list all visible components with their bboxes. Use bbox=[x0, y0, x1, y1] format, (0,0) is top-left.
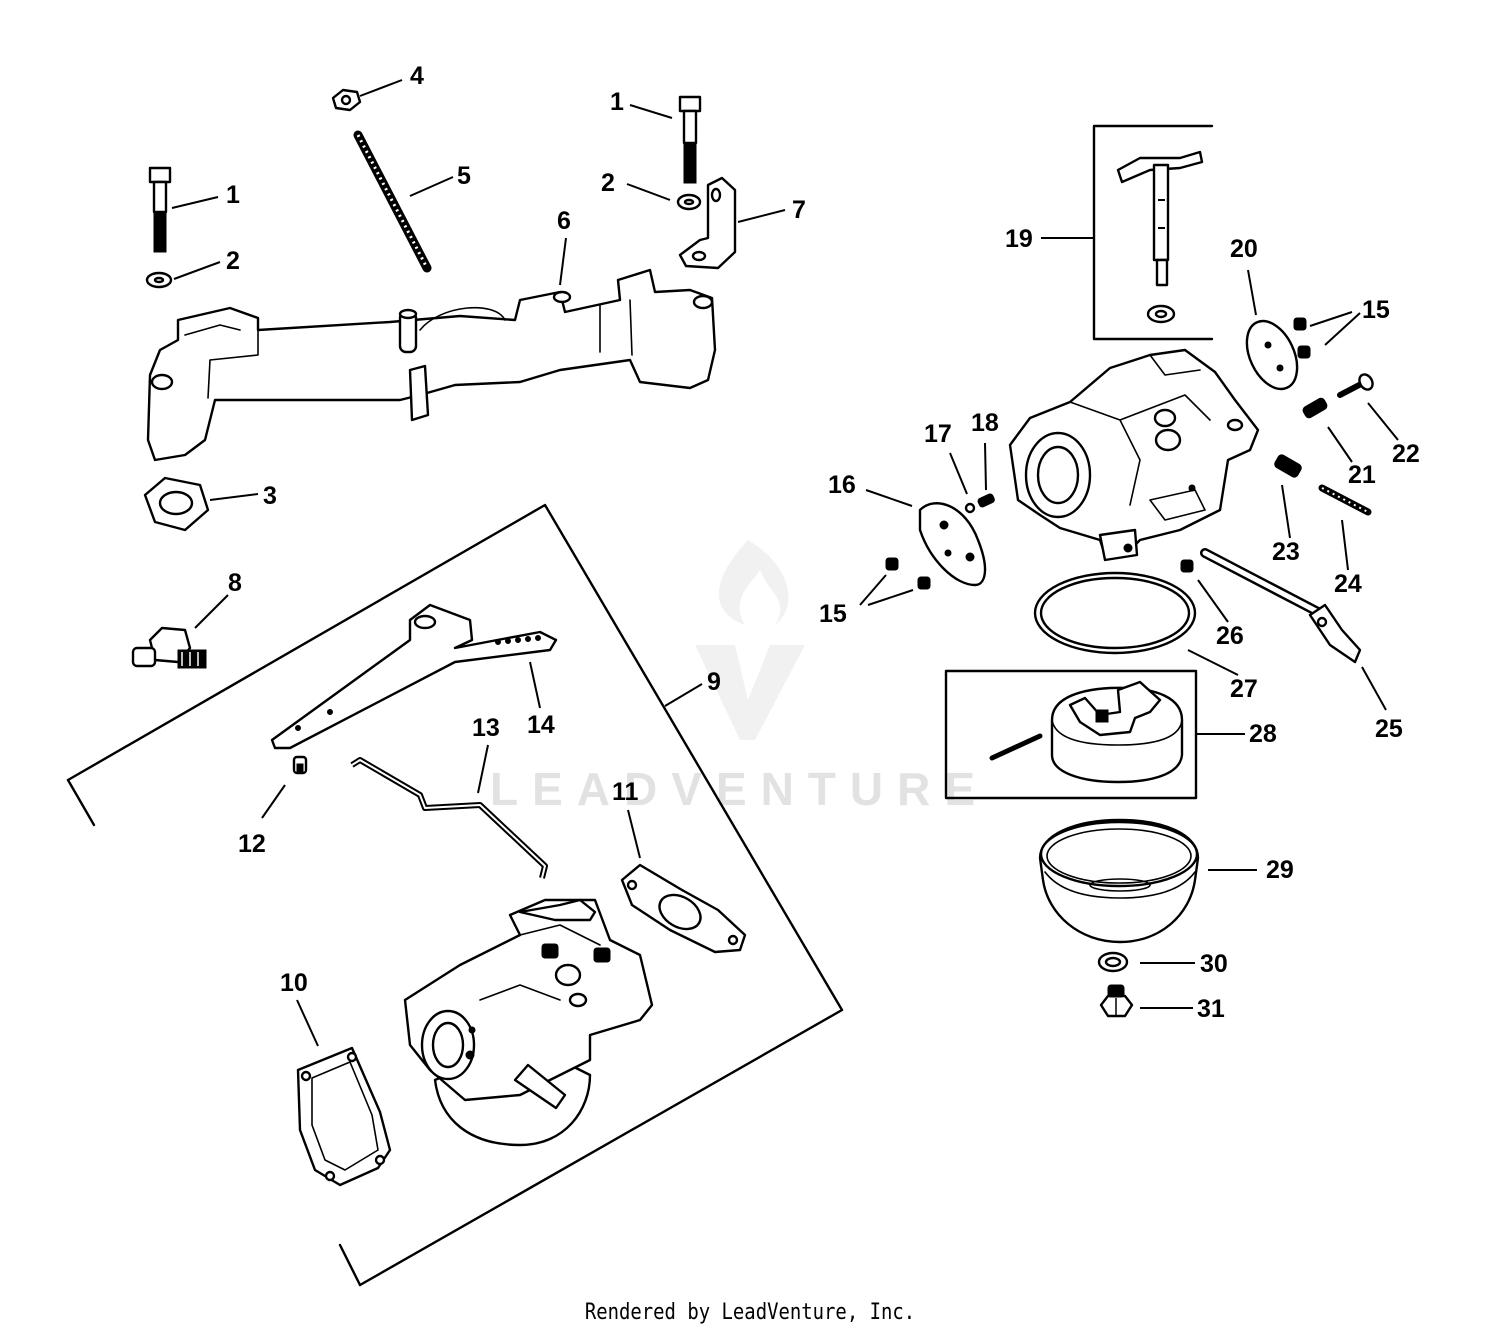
callout-3: 3 bbox=[263, 482, 277, 510]
callout-13: 13 bbox=[472, 714, 500, 742]
callout-4: 4 bbox=[410, 62, 424, 90]
callout-9: 9 bbox=[707, 668, 721, 696]
callout-10: 10 bbox=[280, 969, 308, 997]
footer-credit: Rendered by LeadVenture, Inc. bbox=[584, 1300, 916, 1325]
washer-left bbox=[145, 271, 173, 289]
callout-2-left: 2 bbox=[226, 247, 240, 275]
choke-plate-screws bbox=[1293, 317, 1311, 359]
callout-1-left: 1 bbox=[226, 181, 240, 209]
detent-spring bbox=[977, 493, 995, 508]
callout-15-lower: 15 bbox=[819, 600, 847, 628]
callout-16: 16 bbox=[828, 471, 856, 499]
throttle-plate bbox=[918, 502, 987, 587]
watermark-logo bbox=[695, 540, 805, 740]
watermark-text: LEADVENTURE bbox=[490, 763, 989, 815]
callout-21: 21 bbox=[1348, 461, 1376, 489]
carburetor-body bbox=[1008, 348, 1260, 562]
throttle-lever bbox=[270, 603, 558, 750]
gasket-air-filter bbox=[296, 1046, 392, 1187]
callout-27: 27 bbox=[1230, 675, 1258, 703]
callout-31: 31 bbox=[1197, 995, 1225, 1023]
bowl-nut bbox=[1099, 984, 1134, 1018]
screw-small bbox=[292, 755, 308, 775]
intake-manifold bbox=[146, 268, 717, 462]
callout-5: 5 bbox=[457, 162, 471, 190]
bowl-gasket bbox=[1033, 571, 1197, 655]
float bbox=[1050, 680, 1184, 784]
stud bbox=[353, 130, 432, 273]
gasket-carburetor-flange bbox=[620, 863, 747, 954]
choke-washer bbox=[1146, 304, 1176, 324]
callout-14: 14 bbox=[527, 711, 555, 739]
elbow-fitting bbox=[131, 626, 207, 669]
callout-11: 11 bbox=[612, 778, 639, 806]
shaft-screw bbox=[1180, 559, 1194, 573]
float-kit-frame bbox=[944, 669, 1198, 800]
callout-15-upper: 15 bbox=[1362, 296, 1390, 324]
callout-8: 8 bbox=[228, 569, 242, 597]
carburetor-kit-frame bbox=[66, 503, 844, 1287]
choke-shaft bbox=[1116, 150, 1204, 287]
link-rod bbox=[350, 757, 548, 879]
bowl-washer bbox=[1097, 951, 1129, 973]
nut-top bbox=[331, 88, 362, 112]
callout-7: 7 bbox=[792, 196, 806, 224]
callout-2-right: 2 bbox=[601, 169, 615, 197]
callout-12: 12 bbox=[238, 830, 266, 858]
callout-30: 30 bbox=[1200, 950, 1228, 978]
callout-18: 18 bbox=[971, 409, 999, 437]
callout-28: 28 bbox=[1249, 720, 1277, 748]
carburetor-assembly bbox=[403, 898, 654, 1147]
callout-23: 23 bbox=[1272, 538, 1300, 566]
bolt-left bbox=[148, 166, 172, 253]
bolt-right bbox=[678, 95, 702, 184]
choke-kit-frame bbox=[1092, 124, 1214, 341]
callout-labels: 1 2 3 4 5 1 2 6 7 8 9 10 11 12 13 14 15 … bbox=[226, 62, 1420, 1023]
throttle-shaft bbox=[1200, 548, 1362, 664]
detent-ball bbox=[964, 502, 976, 514]
bracket bbox=[678, 176, 737, 270]
callout-19: 19 bbox=[1005, 225, 1033, 253]
callout-22: 22 bbox=[1392, 440, 1420, 468]
throttle-plate-screws bbox=[885, 557, 931, 590]
washer-right bbox=[676, 193, 702, 211]
float-bowl bbox=[1038, 818, 1200, 944]
gasket-small bbox=[143, 476, 210, 532]
idle-spring bbox=[1302, 397, 1328, 419]
leader-lines bbox=[171, 79, 1399, 1047]
callout-20: 20 bbox=[1230, 235, 1258, 263]
callout-6: 6 bbox=[557, 207, 571, 235]
callout-24: 24 bbox=[1334, 570, 1362, 598]
callout-26: 26 bbox=[1216, 622, 1244, 650]
callout-29: 29 bbox=[1266, 856, 1294, 884]
callout-1-right: 1 bbox=[610, 88, 624, 116]
callout-17: 17 bbox=[924, 420, 952, 448]
float-pin bbox=[989, 733, 1043, 761]
choke-plate bbox=[1245, 319, 1299, 391]
callout-25: 25 bbox=[1375, 715, 1403, 743]
idle-speed-screw bbox=[1337, 373, 1374, 398]
mixture-spring bbox=[1274, 454, 1302, 478]
mixture-needle bbox=[1318, 484, 1372, 516]
